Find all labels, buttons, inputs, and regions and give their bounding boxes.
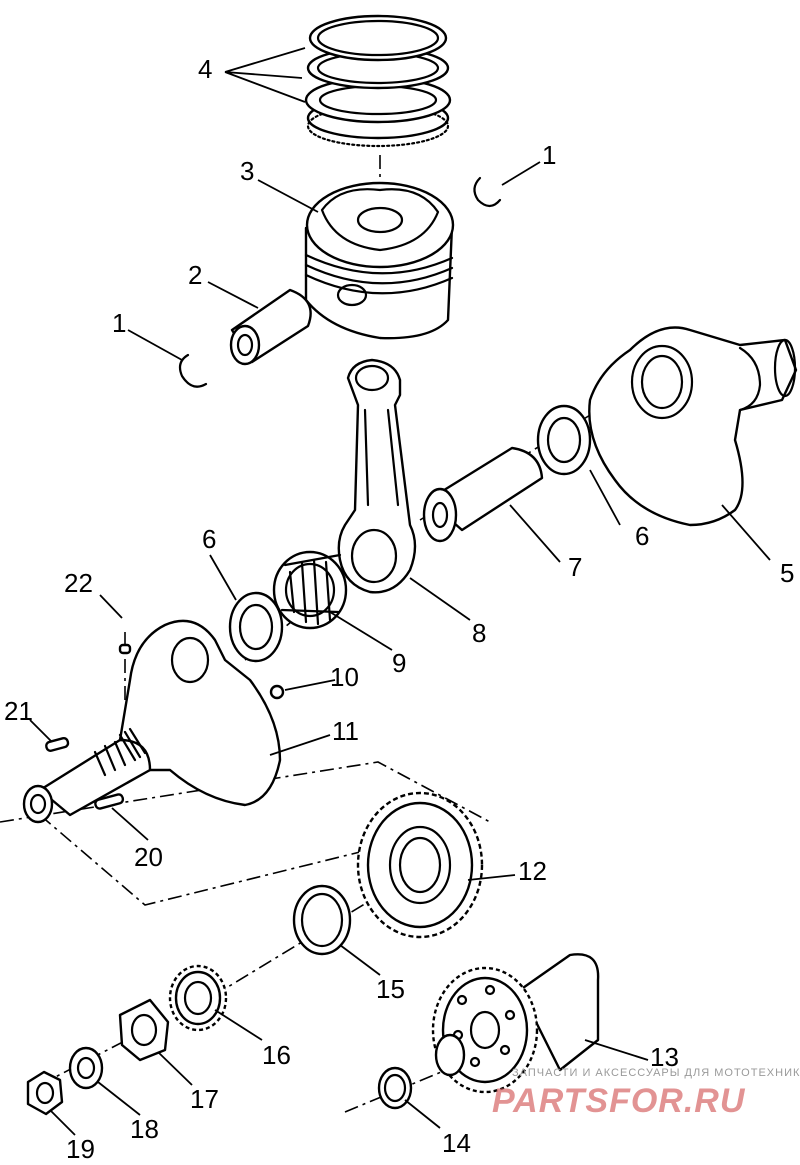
dowel-ball [269, 684, 285, 700]
callout-15: 15 [376, 974, 405, 1004]
cam-gear [431, 953, 600, 1094]
crank-pin [422, 446, 544, 543]
callout-7: 7 [568, 552, 582, 582]
callout-13: 13 [650, 1042, 679, 1072]
callout-9: 9 [392, 648, 406, 678]
connecting-rod [337, 358, 417, 594]
callout-11: 11 [332, 716, 359, 746]
leader-lines [29, 47, 771, 1136]
callout-18: 18 [130, 1114, 159, 1144]
piston-rings [304, 14, 452, 148]
callout-2: 2 [188, 260, 202, 290]
crank-half-right [588, 326, 798, 527]
callout-1-upper: 1 [542, 140, 556, 170]
drive-gear [356, 791, 484, 939]
gear-washer [292, 884, 352, 956]
watermark-tagline: ЗАПЧАСТИ И АКСЕССУАРЫ ДЛЯ МОТОТЕХНИКИ [512, 1067, 800, 1079]
callout-22: 22 [64, 568, 93, 598]
callout-labels: 1 1 2 3 4 5 6 6 7 8 9 10 11 12 13 14 15 … [4, 54, 794, 1164]
callout-4: 4 [198, 54, 212, 84]
flat-washer [68, 1046, 104, 1090]
callout-5: 5 [780, 558, 794, 588]
callout-1-lower: 1 [112, 308, 126, 338]
callout-17: 17 [190, 1084, 219, 1114]
hex-nut [26, 1070, 64, 1116]
watermark: ЗАПЧАСТИ И АКСЕССУАРЫ ДЛЯ МОТОТЕХНИКИ PA… [492, 1067, 800, 1120]
callout-21: 21 [4, 696, 33, 726]
piston-pin [229, 288, 312, 366]
circlips [178, 176, 502, 388]
callout-3: 3 [240, 156, 254, 186]
watermark-brand: PARTSFOR.RU [492, 1082, 746, 1120]
timing-sprocket [168, 964, 228, 1032]
cam-circlip [377, 1066, 413, 1110]
callout-8: 8 [472, 618, 486, 648]
callout-19: 19 [66, 1134, 95, 1160]
callout-14: 14 [442, 1128, 471, 1158]
crank-half-left [22, 619, 282, 824]
callout-16: 16 [262, 1040, 291, 1070]
callout-10: 10 [330, 662, 359, 692]
lock-washer [118, 998, 170, 1062]
callout-6-upper: 6 [635, 521, 649, 551]
callout-6-lower: 6 [202, 524, 216, 554]
piston [304, 181, 455, 340]
callout-12: 12 [518, 856, 547, 886]
callout-20: 20 [134, 842, 163, 872]
thrust-washers [228, 404, 592, 663]
needle-bearing [272, 550, 348, 630]
